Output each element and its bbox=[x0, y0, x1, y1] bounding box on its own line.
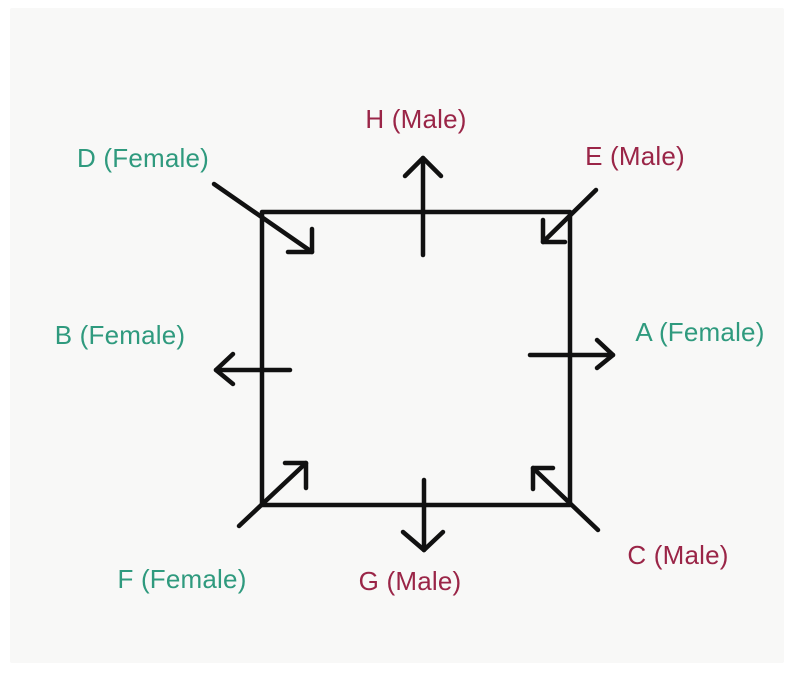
square-table bbox=[259, 209, 573, 508]
arrow-b-outward bbox=[213, 351, 293, 387]
diagram-background bbox=[10, 8, 784, 663]
label-f: F (Female) bbox=[117, 564, 246, 594]
label-c: C (Male) bbox=[627, 540, 728, 570]
arrow-d-inward bbox=[211, 181, 315, 255]
label-d: D (Female) bbox=[77, 143, 209, 173]
label-b: B (Female) bbox=[55, 320, 186, 350]
arrow-f-inward bbox=[236, 460, 309, 529]
label-h: H (Male) bbox=[365, 104, 466, 134]
arrow-c-inward bbox=[530, 465, 601, 533]
arrow-h-outward bbox=[402, 155, 444, 258]
arrow-e-inward bbox=[540, 187, 599, 245]
arrow-a-outward bbox=[527, 337, 616, 371]
label-g: G (Male) bbox=[359, 566, 462, 596]
label-a: A (Female) bbox=[635, 317, 764, 347]
label-e: E (Male) bbox=[585, 141, 685, 171]
arrow-g-outward bbox=[400, 477, 446, 553]
